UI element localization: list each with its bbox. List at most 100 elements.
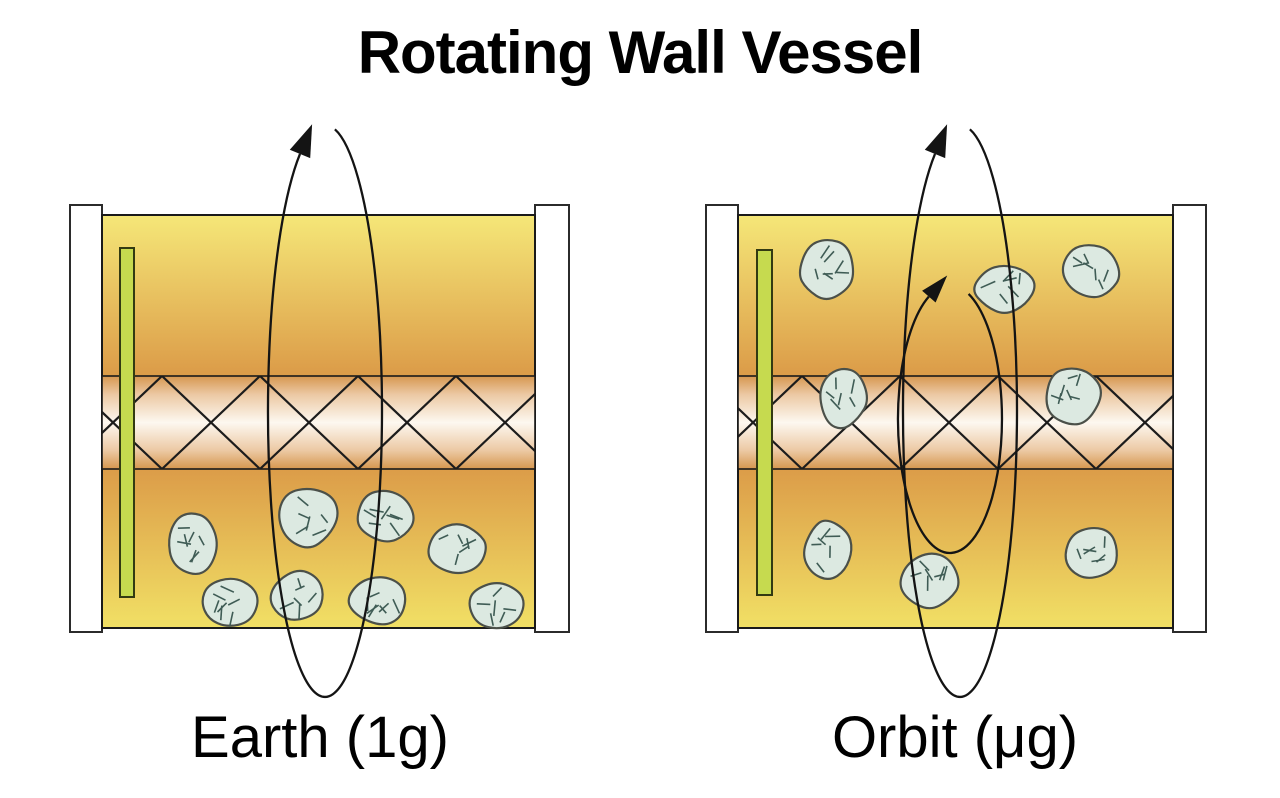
aggregate-texture-dash [298,603,301,620]
aggregate-texture-dash [924,568,934,581]
cell-aggregate [427,523,487,575]
aggregate-texture-dash [228,611,234,627]
aggregate-texture-dash [198,535,205,546]
lattice-line [899,376,999,469]
aggregate-texture-dash [1002,270,1014,283]
right-end-cap [1172,204,1207,633]
earth-caption: Earth (1g) [191,705,449,770]
aggregate-texture-dash [1083,546,1096,555]
aggregate-texture-dash [312,529,327,537]
aggregate-texture-dash [1067,374,1078,380]
vessel-panel-orbit [606,124,1207,699]
aggregate-texture-dash [836,271,850,274]
aggregate-texture-dash [837,392,842,406]
arrowhead-icon [924,124,948,159]
core-cylinder [101,375,536,470]
aggregate-texture-dash [188,531,195,543]
aggregate-texture-dash [457,534,464,545]
lattice-line [455,392,535,469]
aggregate-texture-dash [212,593,226,601]
aggregate-body [1045,367,1102,426]
left-end-cap [69,204,103,633]
aggregate-texture-dash [817,537,827,546]
orbit-caption: Orbit (μg) [831,705,1079,770]
aggregate-texture-dash [499,611,506,623]
aggregate-texture-dash [1075,373,1081,387]
aggregate-texture-dash [820,245,831,259]
aggregate-body [347,576,407,626]
aggregate-texture-dash [1060,384,1066,397]
aggregate-texture-dash [454,553,459,566]
aggregate-texture-dash [1018,272,1021,285]
aggregate-texture-dash [476,603,491,606]
aggregate-body [168,512,218,576]
aggregate-body [798,238,855,301]
left-end-cap [705,204,739,633]
aggregate-texture-dash [297,577,302,589]
aggregate-body [356,489,415,543]
aggregate-texture-dash [279,601,295,610]
aggregate-body [1061,244,1121,299]
aggregate-texture-dash [389,522,401,537]
aggregate-texture-dash [503,608,517,612]
aggregate-texture-dash [378,602,390,613]
aggregate-texture-dash [227,598,241,606]
aggregate-texture-dash [1076,548,1082,560]
aggregate-texture-dash [1094,268,1097,281]
core-cylinder [737,375,1174,470]
aggregate-texture-dash [466,537,470,550]
aggregate-texture-dash [380,505,391,520]
aggregate-texture-dash [369,508,384,513]
aggregate-texture-dash [934,573,945,578]
cell-aggregate [973,264,1036,314]
cell-aggregate [899,552,960,610]
aggregate-texture-dash [1069,395,1081,400]
cell-aggregate [168,512,218,576]
aggregate-texture-dash [298,512,310,520]
cell-aggregate [1064,526,1118,579]
aggregate-texture-dash [823,250,835,263]
rotation-arc [901,128,1019,699]
cell-aggregate [803,519,853,580]
cell-aggregate [278,487,339,549]
aggregate-texture-dash [386,514,400,521]
aggregate-texture-dash [220,585,235,593]
aggregate-texture-dash [305,516,311,531]
lattice-line [0,376,64,469]
rotation-arc [266,128,384,699]
aggregate-body [1064,526,1118,579]
cell-aggregate [1045,367,1102,426]
rotation-arrow [901,124,1019,699]
aggregate-texture-dash [320,514,329,524]
aggregate-texture-dash [999,293,1009,304]
right-end-cap [534,204,570,633]
aggregate-texture-dash [392,598,401,614]
aggregate-texture-dash [363,509,377,518]
aggregate-texture-dash [814,268,819,280]
aggregate-texture-dash [816,562,825,573]
cell-aggregate [798,238,855,301]
aggregate-texture-dash [216,602,228,613]
vessel-panel-earth [0,124,570,699]
aggregate-body [819,367,869,430]
aggregate-body [803,519,853,580]
aggregate-body [201,577,259,627]
aggregate-texture-dash [177,540,192,545]
aggregate-texture-dash [493,600,497,616]
aggregate-texture-dash [1066,389,1073,401]
diagram-title: Rotating Wall Vessel [357,19,924,86]
aggregate-texture-dash [1072,256,1083,264]
aggregate-texture-dash [823,272,834,280]
cell-aggregate [356,489,415,543]
lattice-line [606,376,704,469]
aggregate-body [468,582,525,630]
aggregate-texture-dash [820,527,831,541]
aggregate-texture-dash [938,566,946,581]
aggregate-texture-dash [438,534,449,541]
aggregate-texture-dash [1103,536,1106,548]
lattice-line [738,376,803,439]
aggregate-texture-dash [1091,558,1105,563]
cell-aggregate [1061,244,1121,299]
aggregate-texture-dash [458,545,470,554]
aggregate-texture-dash [942,565,948,581]
